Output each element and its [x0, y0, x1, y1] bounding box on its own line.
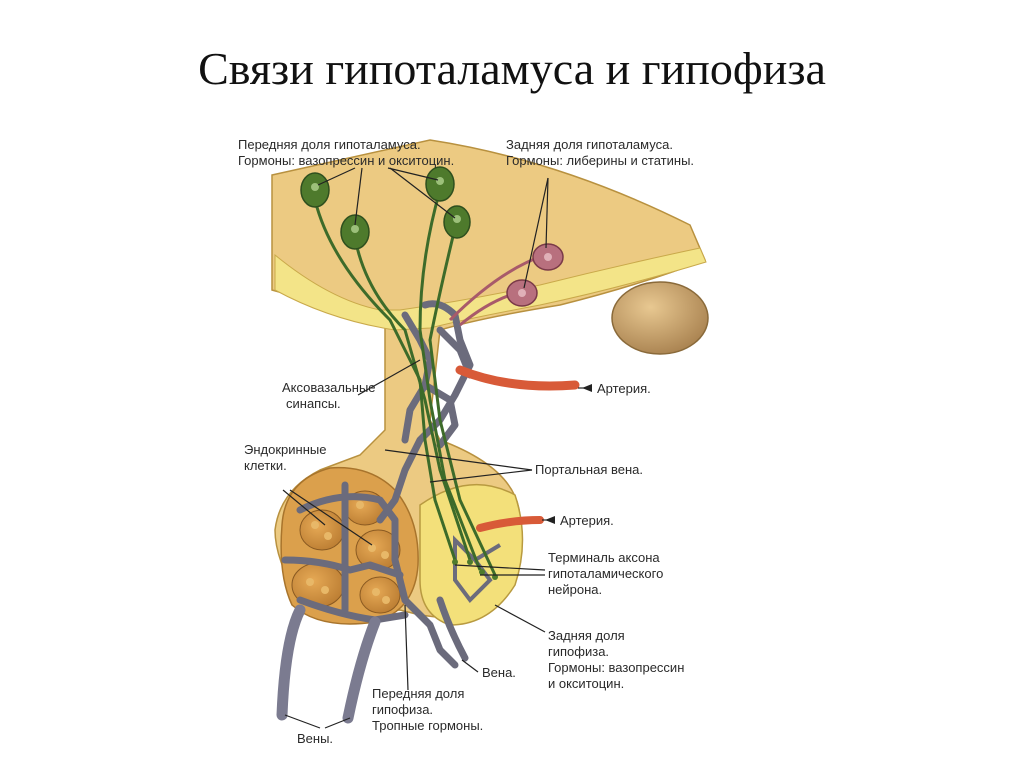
artery-bottom [476, 516, 544, 532]
label-posterior-hypothalamus: Задняя доля гипоталамуса. Гормоны: либер… [506, 137, 694, 169]
label-artery-bottom: Артерия. [560, 513, 614, 528]
label-axon-terminal: Терминаль аксона гипоталамического нейро… [548, 550, 663, 598]
green-neurons [300, 166, 497, 576]
efferent-veins [276, 604, 381, 724]
label-anterior-pituitary-line2: гипофиза. [372, 702, 434, 717]
label-axon-terminal-line1: Терминаль аксона [548, 550, 660, 565]
arrowheads [545, 384, 592, 524]
posterior-vein [436, 596, 469, 662]
label-endocrine-line1: Эндокринные [244, 442, 327, 457]
label-posterior-pituitary-line3: Гормоны: вазопрессин [548, 660, 685, 675]
artery-top [455, 365, 580, 391]
label-axovasal-line1: Аксовазальные [282, 380, 376, 395]
optic-chiasm [611, 281, 709, 355]
label-axovasal-synapses: Аксовазальные синапсы. [282, 380, 376, 412]
label-posterior-hypothalamus-line1: Задняя доля гипоталамуса. [506, 137, 673, 152]
label-posterior-pituitary-line4: и окситоцин. [548, 676, 625, 691]
purple-neurons [448, 243, 564, 327]
label-anterior-hypothalamus-line2: Гормоны: вазопрессин и окситоцин. [238, 153, 455, 168]
label-anterior-pituitary-line1: Передняя доля [372, 686, 465, 701]
label-axon-terminal-line3: нейрона. [548, 582, 603, 597]
label-axovasal-line2: синапсы. [286, 396, 341, 411]
label-posterior-pituitary-line2: гипофиза. [548, 644, 610, 659]
label-axon-terminal-line2: гипоталамического [548, 566, 664, 581]
label-vein: Вена. [482, 665, 516, 680]
label-artery-top: Артерия. [597, 381, 651, 396]
label-posterior-hypothalamus-line2: Гормоны: либерины и статины. [506, 153, 695, 168]
label-anterior-pituitary: Передняя доля гипофиза. Тропные гормоны. [372, 686, 483, 734]
endocrine-cells [291, 490, 401, 614]
page-title: Связи гипоталамуса и гипофиза [198, 43, 826, 94]
label-anterior-hypothalamus: Передняя доля гипоталамуса. Гормоны: ваз… [238, 137, 454, 169]
label-veins: Вены. [297, 731, 334, 746]
label-anterior-hypothalamus-line1: Передняя доля гипоталамуса. [238, 137, 421, 152]
label-portal-vein: Портальная вена. [535, 462, 643, 477]
label-posterior-pituitary-line1: Задняя доля [548, 628, 625, 643]
label-endocrine-cells: Эндокринные клетки. [244, 442, 326, 474]
posterior-capillaries [453, 535, 502, 604]
label-endocrine-line2: клетки. [244, 458, 287, 473]
label-anterior-pituitary-line3: Тропные гормоны. [372, 718, 484, 733]
portal-vessels [281, 300, 474, 669]
label-posterior-pituitary: Задняя доля гипофиза. Гормоны: вазопресс… [548, 628, 684, 692]
